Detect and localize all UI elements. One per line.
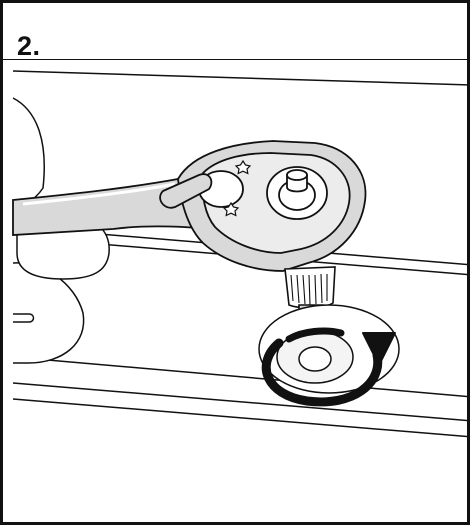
reverse-lever	[159, 170, 244, 209]
star-mark-top-icon	[234, 159, 252, 175]
release-button	[266, 166, 328, 220]
rotation-arrow-icon	[261, 327, 396, 407]
direction-marks	[222, 159, 252, 217]
header-divider	[3, 59, 467, 60]
socket-knurl	[290, 273, 328, 306]
step-number: 2.	[17, 31, 41, 61]
arrow-head	[362, 332, 396, 366]
arrow-arc	[261, 338, 383, 407]
rail-line-mid-1	[12, 356, 467, 398]
ratchet-handle-highlight	[22, 182, 176, 206]
rail-line-mid-3	[12, 398, 467, 438]
rail-line-top	[12, 70, 467, 86]
lever-tab	[159, 173, 213, 209]
hand-nail	[13, 313, 35, 323]
screw-recess	[258, 304, 400, 394]
star-mark-bottom-icon	[222, 201, 240, 217]
rail-line-mid-2	[12, 382, 467, 422]
screw-head	[298, 346, 332, 372]
arrow-arc-back	[285, 327, 345, 343]
hand-upper-curve	[12, 97, 45, 209]
ratchet-illustration	[12, 70, 467, 438]
release-plunger-top	[286, 169, 308, 181]
